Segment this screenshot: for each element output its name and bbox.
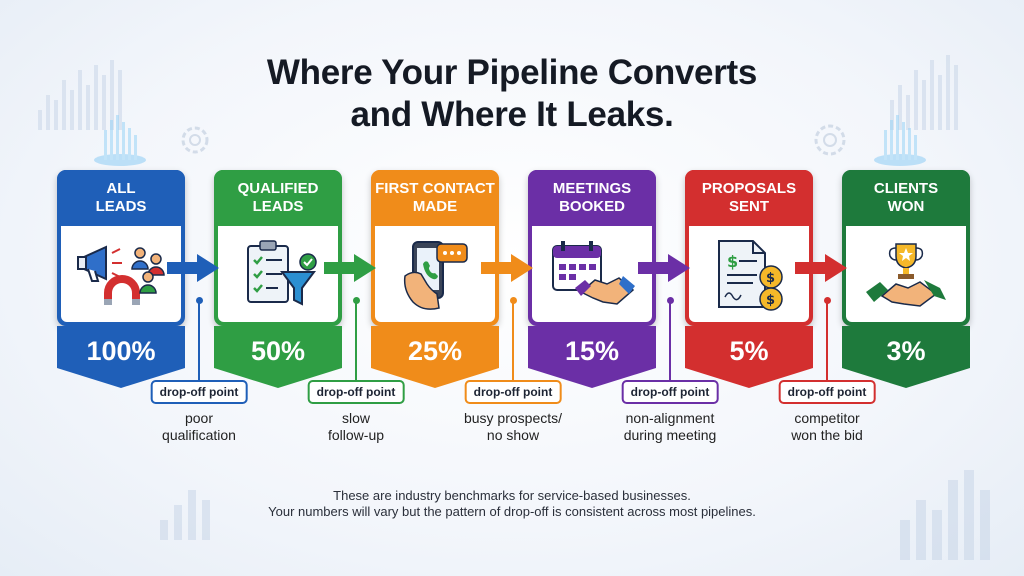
svg-text:$: $ xyxy=(727,252,738,271)
stage-percent: 100% xyxy=(86,336,156,366)
background-gear-icon xyxy=(814,124,846,156)
svg-text:$: $ xyxy=(766,271,775,286)
dropoff-badge: drop-off point xyxy=(621,380,719,404)
document-coins-icon: $ $ $ xyxy=(718,240,783,311)
stage-percent: 25% xyxy=(407,336,463,366)
stage-icon-area xyxy=(61,226,181,322)
stage-name-line-1: PROPOSALS xyxy=(701,180,797,197)
arrow-right-icon xyxy=(481,254,533,282)
dropoff-badge: drop-off point xyxy=(150,380,248,404)
stage-percent-banner: 15% xyxy=(528,326,656,388)
page-title: Where Your Pipeline Converts and Where I… xyxy=(0,52,1024,136)
footnote-line-1: These are industry benchmarks for servic… xyxy=(333,488,691,503)
banner-shape xyxy=(57,326,185,388)
stage-name-line-2: LEADS xyxy=(95,198,147,215)
stage-name-line-2: LEADS xyxy=(252,198,304,215)
footnote-line-2: Your numbers will vary but the pattern o… xyxy=(268,504,756,519)
stage-icon-area xyxy=(218,226,338,322)
arrow-right-icon xyxy=(167,254,219,282)
dropoff-badge: drop-off point xyxy=(307,380,405,404)
stage-icon-area xyxy=(375,226,495,322)
banner-shape xyxy=(842,326,970,388)
stage-name-line-2: BOOKED xyxy=(559,198,625,215)
arrow-right-icon xyxy=(324,254,376,282)
stage-name-line-1: ALL xyxy=(106,180,136,197)
stage-name-line-1: MEETINGS xyxy=(552,180,632,197)
stage-percent: 50% xyxy=(250,336,306,366)
stage-icon-area xyxy=(532,226,652,322)
stage-icon-area: $ $ $ xyxy=(689,226,809,322)
checklist-funnel-icon xyxy=(247,240,317,306)
arrow-right-icon xyxy=(795,254,847,282)
stage-name-line-1: FIRST CONTACT xyxy=(375,180,495,197)
stage-name-line-1: CLIENTS xyxy=(873,180,939,197)
stage-percent: 3% xyxy=(886,336,926,366)
banner-shape xyxy=(685,326,813,388)
footnote: These are industry benchmarks for servic… xyxy=(0,488,1024,520)
arrow-right-icon xyxy=(638,254,690,282)
stage-percent-banner: 50% xyxy=(214,326,342,388)
stage-percent-banner: 5% xyxy=(685,326,813,388)
background-bar-chart-icon xyxy=(890,55,958,130)
phone-chat-icon xyxy=(403,241,468,310)
stage-name-line-2: MADE xyxy=(412,198,458,215)
title-line-2: and Where It Leaks. xyxy=(350,95,674,134)
dropoff-reason: busy prospects/no show xyxy=(463,410,563,443)
dropoff-badge: drop-off point xyxy=(778,380,876,404)
megaphone-magnet-people-icon xyxy=(77,245,165,305)
background-bar-chart-icon xyxy=(38,60,122,130)
stage-name-line-2: WON xyxy=(887,198,925,215)
banner-shape xyxy=(528,326,656,388)
stage-name-line-1: QUALIFIED xyxy=(237,180,319,197)
stage-percent-banner: 100% xyxy=(57,326,185,388)
trophy-handshake-icon xyxy=(866,243,946,307)
calendar-handshake-icon xyxy=(552,241,635,305)
background-glow-pillar-icon xyxy=(94,115,146,166)
svg-text:$: $ xyxy=(766,293,775,308)
dropoff-badge: drop-off point xyxy=(464,380,562,404)
banner-shape xyxy=(214,326,342,388)
stage-percent: 15% xyxy=(564,336,620,366)
background-bar-chart-icon xyxy=(900,470,990,560)
background-gear-icon xyxy=(181,126,209,154)
stage-name-line-2: SENT xyxy=(728,198,769,215)
stage-percent: 5% xyxy=(729,336,769,366)
stage-percent-banner: 25% xyxy=(371,326,499,388)
stage-icon-area xyxy=(846,226,966,322)
background-bar-chart-icon xyxy=(160,490,210,540)
background-glow-pillar-icon xyxy=(874,115,926,166)
stage-percent-banner: 3% xyxy=(842,326,970,388)
title-line-1: Where Your Pipeline Converts xyxy=(266,53,758,92)
banner-shape xyxy=(371,326,499,388)
